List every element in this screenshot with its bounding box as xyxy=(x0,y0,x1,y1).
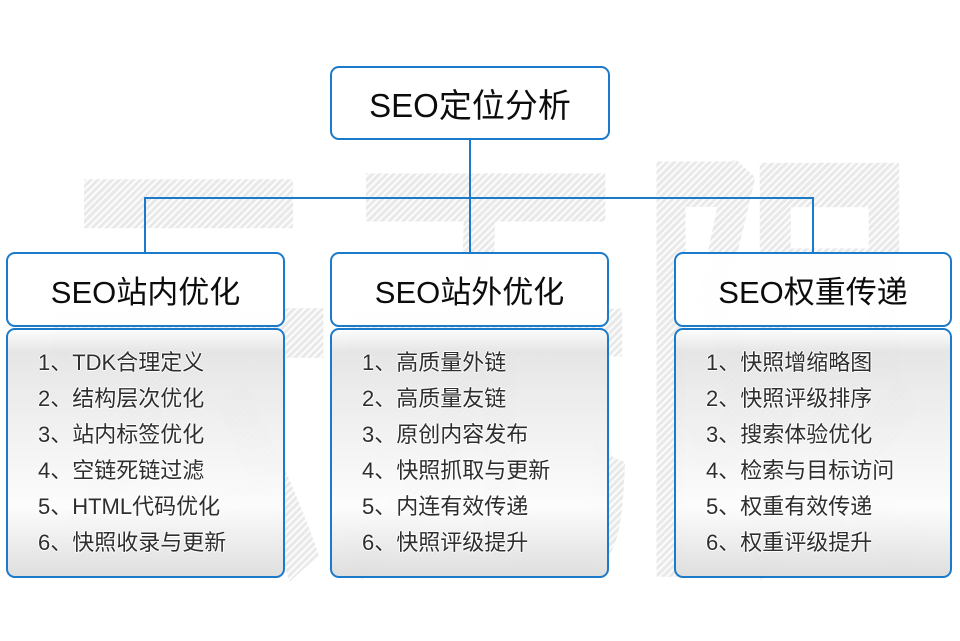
column-list-weight: 1、快照增缩略图 2、快照评级排序 3、搜索体验优化 4、检索与目标访问 5、权… xyxy=(674,328,952,578)
column-header-offsite: SEO站外优化 xyxy=(330,252,609,327)
column-title: SEO权重传递 xyxy=(718,275,908,310)
root-node-label: SEO定位分析 xyxy=(369,87,571,124)
list-item: 3、原创内容发布 xyxy=(362,422,529,447)
list-item: 2、结构层次优化 xyxy=(38,386,205,411)
column-list-onsite: 1、TDK合理定义 2、结构层次优化 3、站内标签优化 4、空链死链过滤 5、H… xyxy=(6,328,285,578)
list-item: 4、检索与目标访问 xyxy=(706,458,895,483)
list-item: 3、搜索体验优化 xyxy=(706,422,873,447)
list-item: 5、HTML代码优化 xyxy=(38,494,221,519)
list-item: 5、权重有效传递 xyxy=(706,494,873,519)
column-header-onsite: SEO站内优化 xyxy=(6,252,285,327)
column-onsite: SEO站内优化 1、TDK合理定义 2、结构层次优化 3、站内标签优化 4、空链… xyxy=(6,252,285,578)
list-item: 1、TDK合理定义 xyxy=(38,350,205,375)
connector-drop-middle xyxy=(469,197,471,252)
root-node: SEO定位分析 xyxy=(330,66,610,140)
column-title: SEO站内优化 xyxy=(50,275,241,310)
connector-root-stem xyxy=(469,140,471,197)
list-item: 1、高质量外链 xyxy=(362,350,507,375)
list-item: 1、快照增缩略图 xyxy=(706,350,873,375)
column-list-offsite: 1、高质量外链 2、高质量友链 3、原创内容发布 4、快照抓取与更新 5、内连有… xyxy=(330,328,609,578)
connector-horizontal xyxy=(144,197,814,199)
column-header-weight: SEO权重传递 xyxy=(674,252,952,327)
list-item: 2、高质量友链 xyxy=(362,386,507,411)
list-item: 6、权重评级提升 xyxy=(706,530,873,555)
list-item: 4、空链死链过滤 xyxy=(38,458,205,483)
column-offsite: SEO站外优化 1、高质量外链 2、高质量友链 3、原创内容发布 4、快照抓取与… xyxy=(330,252,609,578)
list-item: 6、快照收录与更新 xyxy=(38,530,227,555)
list-item: 3、站内标签优化 xyxy=(38,422,205,447)
connector-drop-right xyxy=(812,197,814,252)
connector-drop-left xyxy=(144,197,146,252)
list-item: 6、快照评级提升 xyxy=(362,530,529,555)
column-weight: SEO权重传递 1、快照增缩略图 2、快照评级排序 3、搜索体验优化 4、检索与… xyxy=(674,252,952,578)
list-item: 2、快照评级排序 xyxy=(706,386,873,411)
list-item: 5、内连有效传递 xyxy=(362,494,529,519)
list-item: 4、快照抓取与更新 xyxy=(362,458,551,483)
column-title: SEO站外优化 xyxy=(374,275,565,310)
